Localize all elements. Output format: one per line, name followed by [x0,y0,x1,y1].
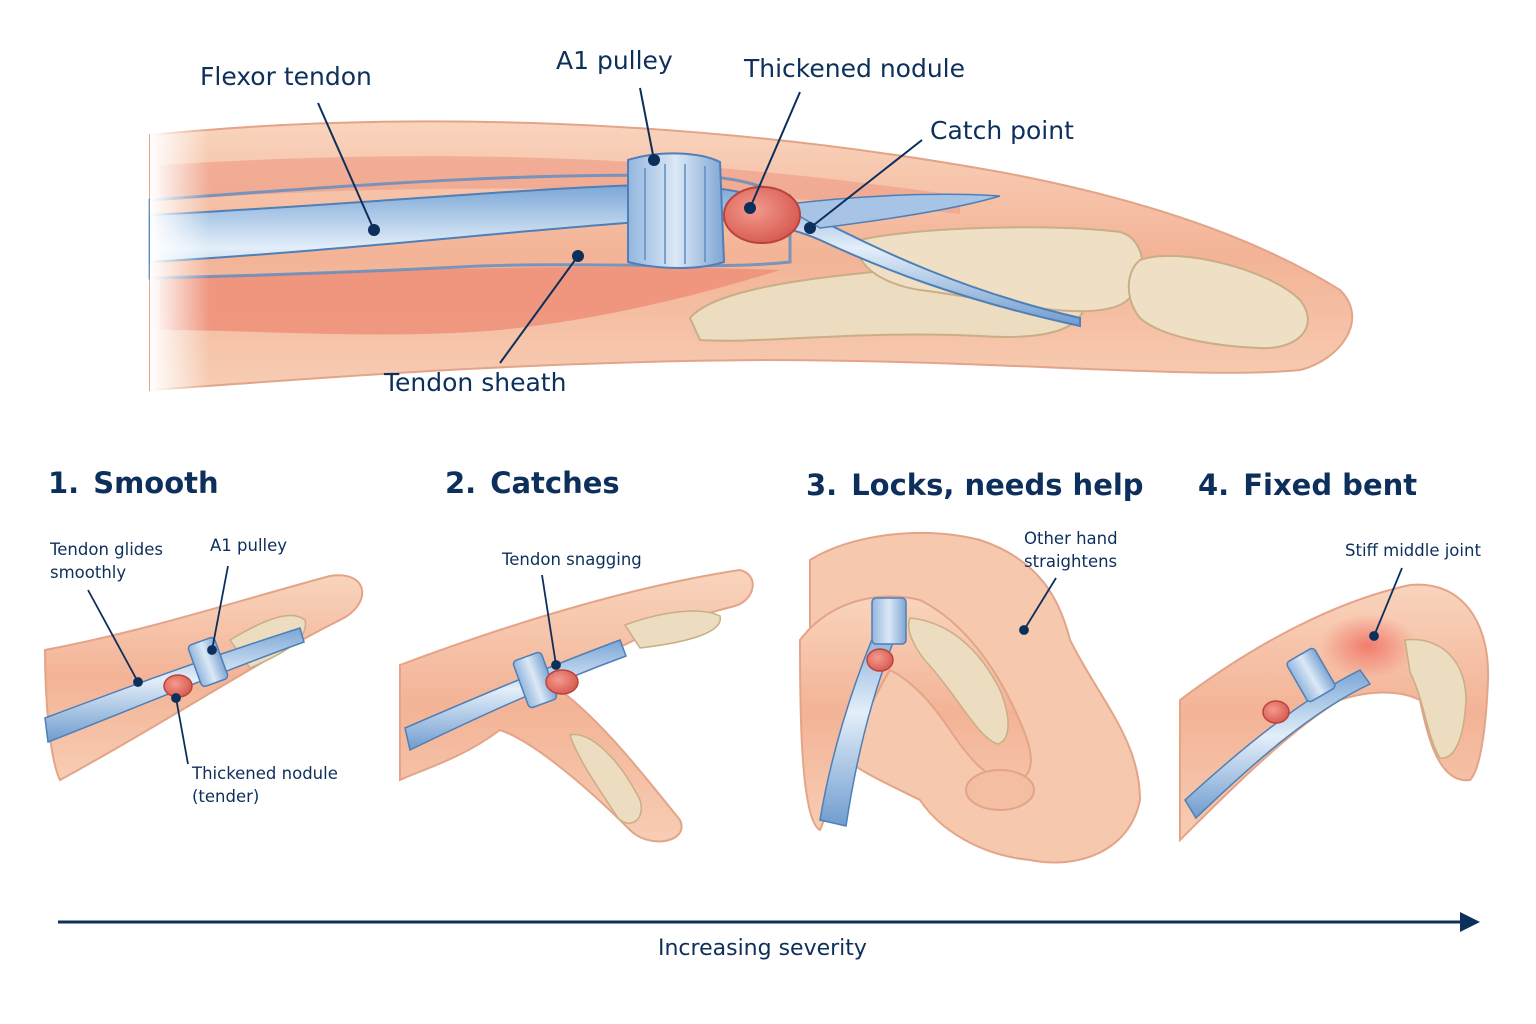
stage2-finger-skin [399,568,754,843]
main-a1-pulley [627,152,726,269]
label-thickened-nodule: Thickened nodule [744,54,965,83]
stage2-nodule [545,669,579,695]
stage4-label-stiff-joint: Stiff middle joint [1345,541,1481,560]
main-thickened-nodule [723,186,801,244]
stage4-nodule [1262,700,1290,724]
main-middle-bone [857,226,1144,313]
stage3-nodule [866,648,894,672]
stage2-tendon [404,639,627,752]
stage-2-title: 2. Catches [445,466,620,500]
stage1-leader-lines [87,565,229,765]
stage-3-number: 3. [806,468,838,502]
label-tendon-sheath: Tendon sheath [384,368,567,397]
stage3-leader-lines [1019,577,1057,635]
label-flexor-tendon: Flexor tendon [200,62,372,91]
main-superficial-tendon-slip [777,193,1001,229]
stage4-leader-lines [1369,567,1403,641]
main-finger-upper-muscle [160,156,960,214]
main-tendon-sheath [148,173,792,280]
stage2-label-snagging: Tendon snagging [502,550,642,569]
stage3-a1-pulley [871,597,907,645]
stage-4-title: 4. Fixed bent [1198,468,1417,502]
stage1-label-a1-pulley: A1 pulley [210,536,288,555]
stage2-bone-1 [623,610,721,649]
label-catch-point: Catch point [930,116,1074,145]
stage-1-illustration [43,574,364,782]
stage-4-number: 4. [1198,468,1230,502]
stage1-label-nodule: Thickened nodule (tender) [192,764,338,806]
stage2-bone-2 [569,733,643,824]
stage1-label-glides: Tendon glides smoothly [50,540,164,582]
stage2-leader-lines [541,574,561,670]
stage-3-title: 3. Locks, needs help [806,468,1144,502]
stage1-a1-pulley [187,636,229,688]
stage4-inflamed-joint [1320,614,1416,678]
stage-4-illustration [1179,583,1490,843]
stage3-bone [908,617,1009,745]
stage-1-title-text: Smooth [93,466,219,500]
stage4-tendon [1184,669,1372,820]
main-flexor-tendon [149,183,1081,328]
stage3-thumb [965,769,1035,811]
stage-4-title-text: Fixed bent [1243,468,1418,502]
main-leader-lines [317,87,923,364]
stage4-bone [1404,638,1467,759]
stage-1-number: 1. [48,466,80,500]
stage-2-title-text: Catches [490,466,620,500]
severity-arrow [58,912,1480,932]
main-distal-bone [1127,254,1309,350]
stage-3-illustration [798,532,1142,864]
stage-2-number: 2. [445,466,477,500]
stage-2-illustration [399,568,754,843]
stage4-a1-pulley [1286,647,1336,703]
stage-3-title-text: Locks, needs help [851,468,1144,502]
severity-axis-label: Increasing severity [658,936,867,961]
label-a1-pulley: A1 pulley [556,46,673,75]
stage-1-title: 1. Smooth [48,466,219,500]
stage3-label-other-hand: Other hand straightens [1024,529,1118,571]
main-finger-illustration [148,110,1354,410]
main-finger-lower-muscle [160,267,780,335]
